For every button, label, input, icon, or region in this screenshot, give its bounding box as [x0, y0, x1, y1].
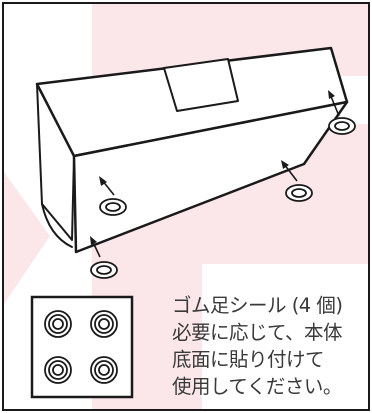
device-edge: [41, 203, 73, 248]
device-window: [163, 58, 239, 112]
device-bottom-face: [72, 100, 349, 254]
caption-line-4: 使用してください。: [172, 375, 342, 398]
caption-line-3: 底面に貼り付けて: [172, 348, 325, 371]
sheet-outline: [30, 295, 134, 399]
rubber-foot-3: [285, 184, 313, 202]
device-illustration: [4, 4, 368, 409]
sheet-foot-bottom-right: [90, 356, 118, 384]
arrowhead-rear-left: [90, 236, 97, 245]
arrowheads: [90, 90, 335, 245]
arrowhead-rear-right: [328, 90, 335, 99]
rubber-feet: [90, 117, 356, 279]
device-body: [35, 46, 349, 254]
arrowhead-front-right: [281, 160, 289, 169]
illustration-frame: ゴム足シール (4 個) 必要に応じて、本体 底面に貼り付けて 使用してください…: [2, 2, 370, 411]
sheet-foot-top-right: [90, 310, 118, 338]
rubber-foot-4: [328, 117, 356, 135]
arrowhead-front-left: [99, 176, 107, 186]
sheet-foot-top-left: [44, 310, 72, 338]
caption-line-1: ゴム足シール (4 個): [172, 294, 343, 317]
caption-line-2: 必要に応じて、本体: [172, 321, 343, 344]
rubber-foot-sheet: [30, 295, 134, 399]
sheet-foot-bottom-left: [44, 356, 72, 384]
rubber-foot-2: [90, 261, 118, 279]
watermark-triangle: [4, 172, 50, 304]
caption-text: ゴム足シール (4 個) 必要に応じて、本体 底面に貼り付けて 使用してください…: [172, 292, 343, 400]
rubber-foot-1: [99, 198, 127, 216]
